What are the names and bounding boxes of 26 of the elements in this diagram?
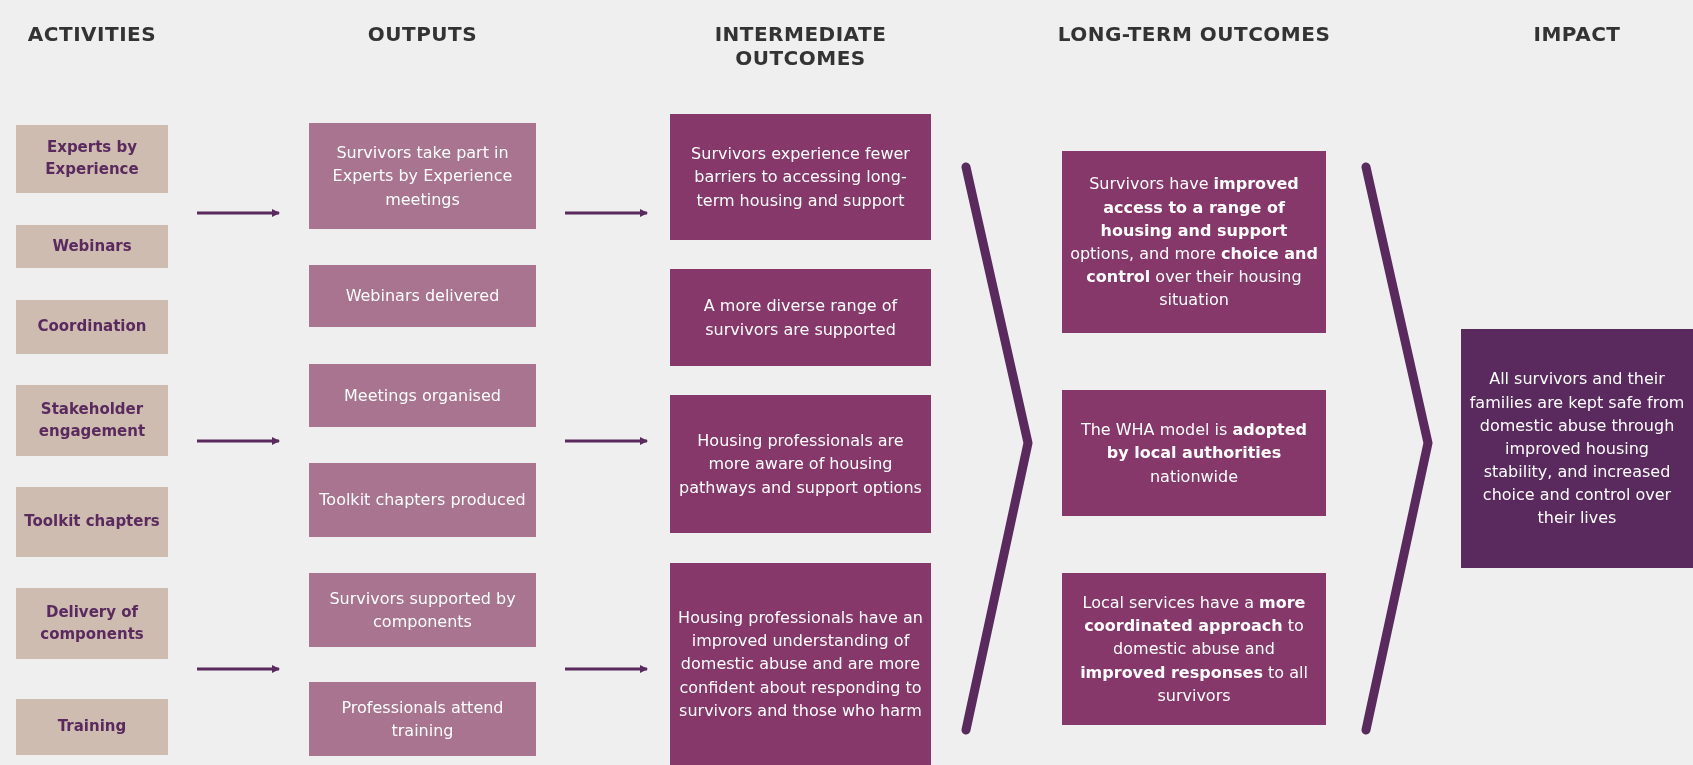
column-heading: ACTIVITIES [26,22,158,46]
activity-box: Toolkit chapters [16,487,168,557]
impact-box: All survivors and their families are kept safe from domestic abuse through improved housing stability, and increased choice and control over their lives [1461,329,1693,568]
outcome-box: A more diverse range of survivors are supported [670,269,931,366]
outcome-box: Housing professionals are more aware of housing pathways and support options [670,395,931,533]
activity-box: Delivery of components [16,588,168,659]
outcome-box: The WHA model is adopted by local authorities nationwide [1062,390,1326,516]
outcome-box: Survivors have improved access to a range of housing and support options, and more choice and control over their housing situation [1062,151,1326,333]
activity-box: Experts by Experience [16,125,168,193]
outcome-box: Meetings organised [309,364,536,427]
outcome-box: Local services have a more coordinated approach to domestic abuse and improved responses to all survivors [1062,573,1326,725]
outcome-box: Survivors take part in Experts by Experience meetings [309,123,536,229]
column-heading: LONG-TERM OUTCOMES [1056,22,1332,46]
outcome-box: Survivors supported by components [309,573,536,647]
column-heading: INTERMEDIATE OUTCOMES [713,22,888,70]
column-heading: IMPACT [1532,22,1622,46]
outcome-box: Housing professionals have an improved understanding of domestic abuse and are more confident about responding to survivors and those who harm [670,563,931,765]
outcome-box: Toolkit chapters produced [309,463,536,537]
outcome-box: Survivors experience fewer barriers to accessing long-term housing and support [670,114,931,240]
outcome-box: Professionals attend training [309,682,536,756]
outcome-box: Webinars delivered [309,265,536,327]
activity-box: Coordination [16,300,168,354]
activity-box: Stakeholder engagement [16,385,168,456]
activity-box: Training [16,699,168,755]
activity-box: Webinars [16,225,168,268]
column-heading: OUTPUTS [366,22,479,46]
